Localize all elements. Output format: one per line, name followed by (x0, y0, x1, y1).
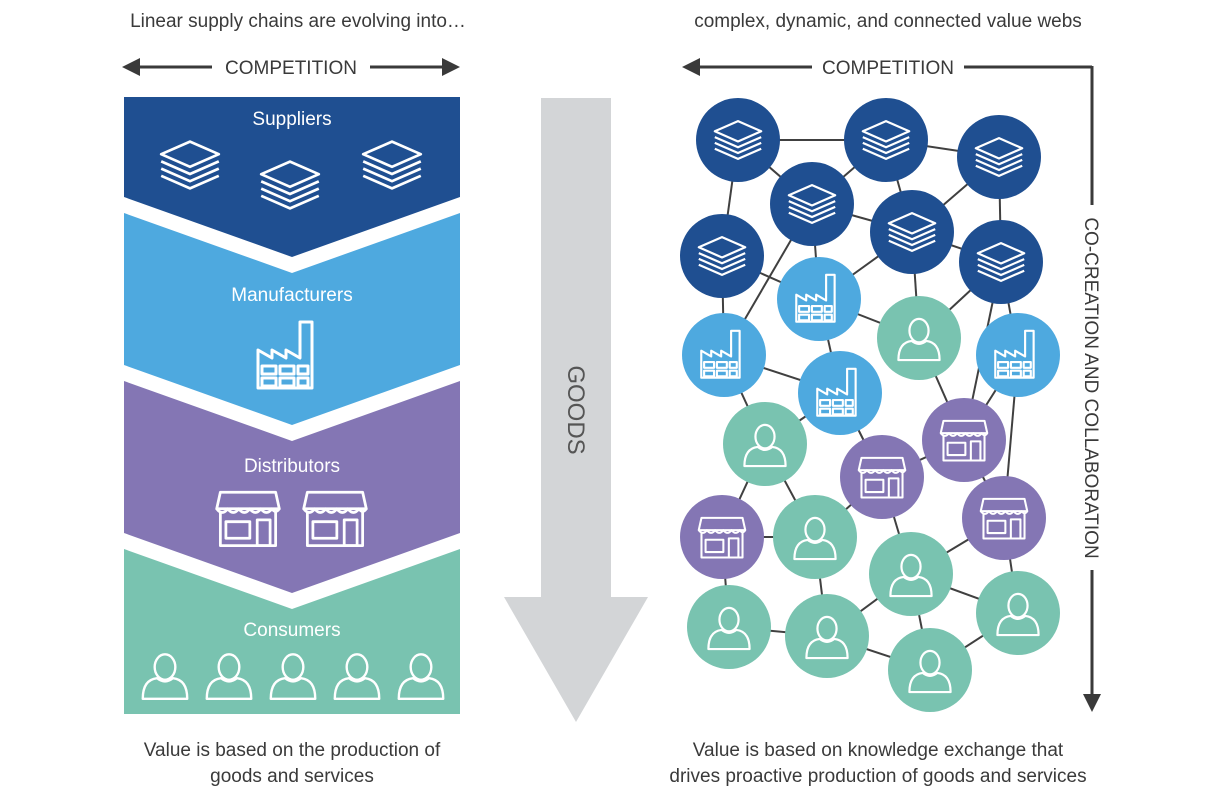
left-competition-arrow: COMPETITION (122, 58, 460, 79)
network-node-consumer (785, 594, 869, 678)
right-competition-arrow: COMPETITION CO-CREATION AND COLLABORATIO… (682, 58, 1101, 712)
network-node-circle (959, 220, 1043, 304)
network-node-circle (840, 435, 924, 519)
network-node-supplier (696, 98, 780, 182)
network-node-circle (680, 495, 764, 579)
network-node-circle (976, 571, 1060, 655)
goods-arrow-shape (504, 98, 648, 722)
goods-arrow: GOODS (504, 98, 648, 722)
network-node-circle (798, 351, 882, 435)
network-node-distributor (962, 476, 1046, 560)
network-node-circle (870, 190, 954, 274)
network-node-manufacturer (682, 313, 766, 397)
right-caption-line2: drives proactive production of goods and… (669, 766, 1086, 787)
tier-distributors-label: Distributors (244, 456, 340, 477)
right-heading: complex, dynamic, and connected value we… (694, 11, 1082, 32)
network-node-circle (773, 495, 857, 579)
network-node-consumer (976, 571, 1060, 655)
network-node-distributor (840, 435, 924, 519)
network-node-circle (682, 313, 766, 397)
collaboration-label: CO-CREATION AND COLLABORATION (1080, 217, 1101, 558)
network-node-circle (922, 398, 1006, 482)
network-nodes (680, 98, 1060, 712)
network-node-circle (770, 162, 854, 246)
left-competition-label: COMPETITION (225, 58, 357, 79)
network-node-circle (976, 313, 1060, 397)
tier-consumers: Consumers (124, 549, 460, 714)
left-heading: Linear supply chains are evolving into… (130, 11, 466, 32)
network-node-consumer (888, 628, 972, 712)
network-node-supplier (957, 115, 1041, 199)
network-node-manufacturer (777, 257, 861, 341)
right-competition-label: COMPETITION (822, 58, 954, 79)
network-node-circle (962, 476, 1046, 560)
left-caption-line1: Value is based on the production of (144, 740, 441, 761)
network-node-consumer (773, 495, 857, 579)
tier-distributors: Distributors (124, 381, 460, 593)
tier-suppliers: Suppliers (124, 97, 460, 257)
network-node-circle (723, 402, 807, 486)
network-node-circle (877, 296, 961, 380)
tier-suppliers-band (124, 97, 460, 257)
tier-distributors-band (124, 381, 460, 593)
network-node-circle (777, 257, 861, 341)
value-web-network (680, 98, 1060, 712)
network-node-consumer (687, 585, 771, 669)
tier-consumers-band (124, 549, 460, 714)
network-node-circle (844, 98, 928, 182)
network-node-consumer (723, 402, 807, 486)
network-node-distributor (922, 398, 1006, 482)
network-node-circle (869, 532, 953, 616)
right-caption-line1: Value is based on knowledge exchange tha… (693, 740, 1064, 761)
tier-suppliers-label: Suppliers (252, 109, 331, 130)
network-node-supplier (959, 220, 1043, 304)
goods-arrow-label: GOODS (562, 365, 589, 454)
network-node-circle (680, 214, 764, 298)
tier-manufacturers: Manufacturers (124, 213, 460, 425)
network-node-manufacturer (798, 351, 882, 435)
network-node-circle (785, 594, 869, 678)
network-node-distributor (680, 495, 764, 579)
network-node-manufacturer (976, 313, 1060, 397)
network-node-circle (888, 628, 972, 712)
network-node-supplier (680, 214, 764, 298)
network-node-circle (687, 585, 771, 669)
tier-consumers-label: Consumers (243, 620, 340, 641)
network-node-supplier (844, 98, 928, 182)
network-node-supplier (870, 190, 954, 274)
tier-manufacturers-label: Manufacturers (231, 285, 352, 306)
network-node-consumer (877, 296, 961, 380)
network-node-circle (957, 115, 1041, 199)
tier-manufacturers-band (124, 213, 460, 425)
network-node-supplier (770, 162, 854, 246)
network-node-circle (696, 98, 780, 182)
left-caption-line2: goods and services (210, 766, 374, 787)
network-node-consumer (869, 532, 953, 616)
